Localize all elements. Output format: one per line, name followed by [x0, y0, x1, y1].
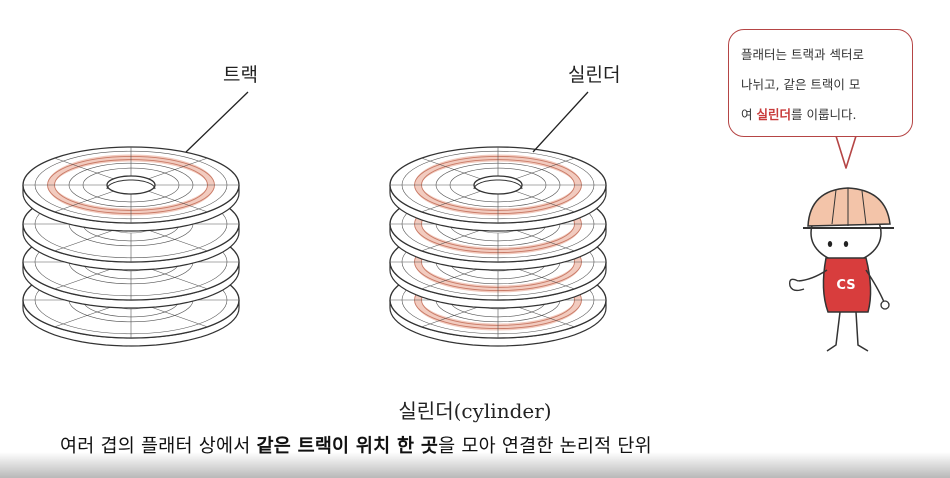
- hand-right: [880, 300, 890, 310]
- platter-stack-track: [22, 146, 240, 347]
- sector-line: [54, 157, 115, 180]
- sector-line: [514, 305, 575, 328]
- bubble-line-3: 여 실린더를 이룹니다.: [741, 100, 904, 130]
- bubble-highlight-cylinder: 실린더: [756, 107, 791, 122]
- bubble-line-3-suffix: 를 이룹니다.: [791, 107, 857, 122]
- sector-line: [421, 229, 482, 252]
- spindle-hole-inner: [106, 179, 156, 190]
- sector-line: [147, 267, 208, 290]
- track-pointer-line: [185, 91, 249, 153]
- sector-line: [421, 157, 482, 180]
- bubble-tail: [835, 135, 857, 169]
- cylinder-label: 실린더: [568, 64, 621, 86]
- sector-line: [54, 305, 115, 328]
- sector-line: [421, 190, 482, 213]
- sector-line: [147, 229, 208, 252]
- caption-definition: 여러 겹의 플래터 상에서 같은 트랙이 위치 한 곳을 모아 연결한 논리적 …: [60, 432, 652, 458]
- shirt: [822, 257, 872, 313]
- eye-right: [843, 241, 849, 247]
- sector-line: [514, 190, 575, 213]
- cs-character-illustration: CS: [788, 187, 894, 352]
- bubble-line-1: 플래터는 트랙과 섹터로: [741, 47, 864, 62]
- video-bottom-shadow: [0, 452, 950, 478]
- leg-right: [855, 311, 869, 352]
- sector-line: [421, 305, 482, 328]
- spindle-hole: [473, 175, 523, 195]
- sector-line: [514, 229, 575, 252]
- helmet: [807, 187, 891, 227]
- caption-def-bold: 같은 트랙이 위치 한 곳: [256, 436, 439, 457]
- sector-line: [147, 157, 208, 180]
- sector-line: [514, 267, 575, 290]
- bubble-line-2: 나뉘고, 같은 트랙이 모: [741, 77, 861, 92]
- sector-line: [147, 305, 208, 328]
- sector-line: [514, 157, 575, 180]
- sector-line: [54, 229, 115, 252]
- speech-bubble: 플래터는 트랙과 섹터로 나뉘고, 같은 트랙이 모 여 실린더를 이룹니다.: [728, 29, 913, 137]
- eye-left: [827, 241, 833, 247]
- sector-line: [54, 267, 115, 290]
- track-label: 트랙: [223, 64, 258, 86]
- platter-stack-cylinder: [389, 146, 607, 347]
- cs-badge: CS: [836, 278, 855, 293]
- cylinder-pointer-line: [532, 91, 589, 153]
- caption-def-part2: 을 모아 연결한 논리적 단위: [438, 436, 652, 457]
- caption-title: 실린더(cylinder): [398, 399, 552, 423]
- caption-def-part1: 여러 겹의 플래터 상에서: [60, 436, 257, 457]
- sector-line: [421, 267, 482, 290]
- sector-line: [147, 190, 208, 213]
- hand-left: [788, 278, 805, 292]
- leg-left: [826, 311, 841, 352]
- spindle-hole-inner: [473, 179, 523, 190]
- spindle-hole: [106, 175, 156, 195]
- sector-line: [54, 190, 115, 213]
- bubble-line-3-prefix: 여: [741, 107, 757, 122]
